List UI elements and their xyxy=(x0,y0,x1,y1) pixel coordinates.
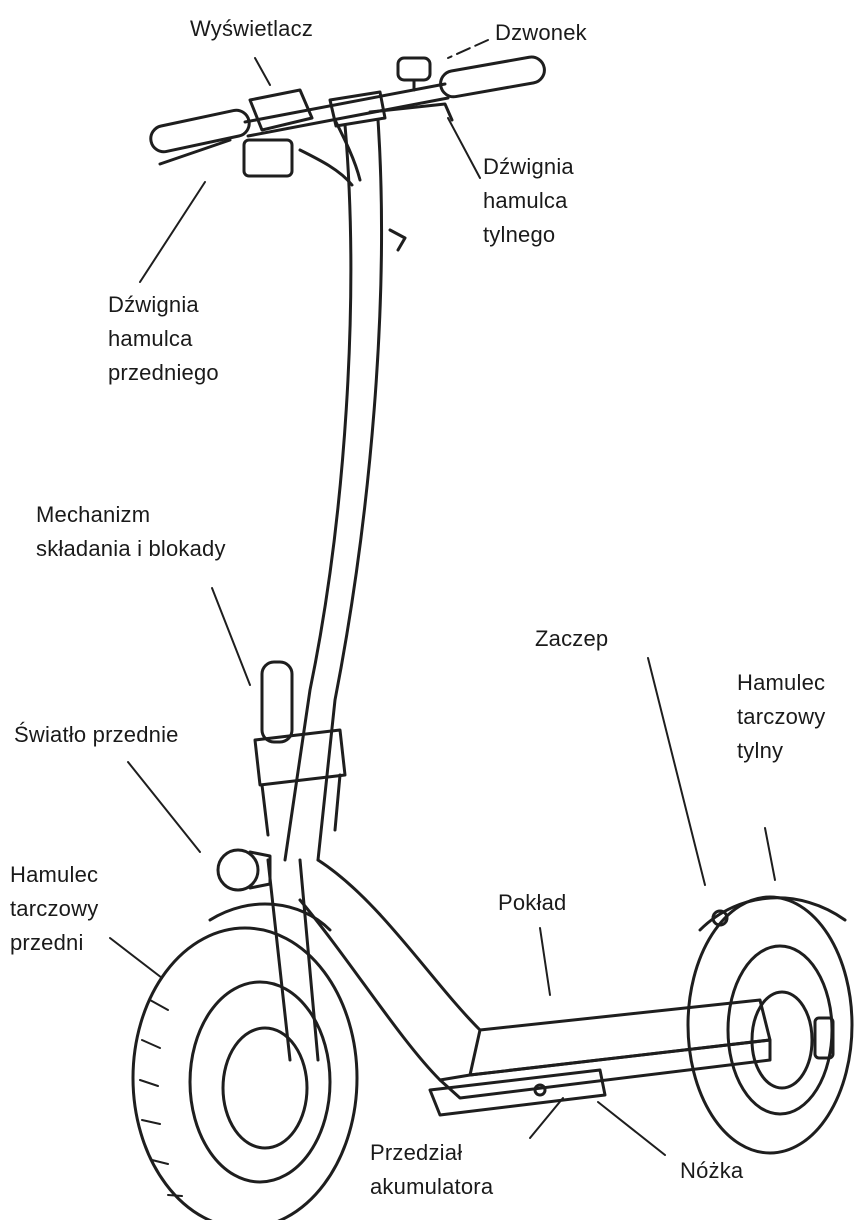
front-tread xyxy=(139,999,183,1197)
fold-collar xyxy=(253,728,347,787)
label-folding-mechanism: Mechanizm składania i blokady xyxy=(36,498,226,566)
leader-battery-compartment xyxy=(529,1097,564,1139)
label-kickstand: Nóżka xyxy=(680,1154,743,1188)
label-hook: Zaczep xyxy=(535,622,608,656)
leader-display xyxy=(254,57,271,86)
label-front-disc-brake: Hamulec tarczowy przedni xyxy=(10,858,98,960)
stem-tube xyxy=(283,118,383,862)
label-kickstand-text: Nóżka xyxy=(680,1158,744,1183)
handlebar-bar xyxy=(243,82,450,138)
handlebar xyxy=(149,55,546,187)
brake-cable xyxy=(298,148,354,187)
label-front-brake-lever-line-3: przedniego xyxy=(108,360,219,385)
label-front-light-text: Światło przednie xyxy=(14,722,179,747)
fold-lever xyxy=(260,660,294,744)
label-front-disc-brake-line-1: Hamulec xyxy=(10,862,99,887)
label-rear-brake-lever-line-2: hamulca xyxy=(483,188,568,213)
deck-underside xyxy=(438,1038,772,1100)
leader-deck xyxy=(539,927,551,996)
bell-body xyxy=(396,56,432,82)
front-rim xyxy=(188,980,332,1184)
label-front-brake-lever-line-1: Dźwignia xyxy=(108,292,199,317)
rear-caliper xyxy=(813,1016,835,1060)
deck-top xyxy=(468,998,772,1077)
label-rear-brake-lever-line-3: tylnego xyxy=(483,222,556,247)
display-unit xyxy=(248,88,314,132)
left-grip xyxy=(149,108,251,154)
label-battery-compartment-line-2: akumulatora xyxy=(370,1174,494,1199)
front-light-shape xyxy=(216,848,272,892)
display-screen xyxy=(242,138,294,178)
rear-wheel xyxy=(686,895,854,1155)
rear-fender xyxy=(698,896,847,932)
label-bell: Dzwonek xyxy=(495,16,587,50)
front-fork xyxy=(266,858,320,1062)
hook-knob xyxy=(711,909,729,927)
leader-kickstand xyxy=(597,1101,666,1156)
leader-front-disc-brake xyxy=(109,937,163,979)
stem xyxy=(283,118,407,862)
battery-box xyxy=(428,1068,607,1117)
label-deck-text: Pokład xyxy=(498,890,567,915)
rear-tire xyxy=(686,895,854,1155)
label-front-disc-brake-line-2: tarczowy xyxy=(10,896,99,921)
label-front-disc-brake-line-3: przedni xyxy=(10,930,84,955)
leader-rear-brake-lever xyxy=(447,117,481,179)
folding-mechanism-shape xyxy=(253,660,347,837)
front-brake-lever-shape xyxy=(158,138,232,166)
label-rear-disc-brake-line-3: tylny xyxy=(737,738,784,763)
label-rear-disc-brake-line-1: Hamulec xyxy=(737,670,826,695)
label-front-brake-lever-line-2: hamulca xyxy=(108,326,193,351)
leader-rear-disc-brake xyxy=(764,827,776,881)
label-rear-disc-brake: Hamulec tarczowy tylny xyxy=(737,666,825,768)
fold-joint xyxy=(260,773,342,837)
label-deck: Pokład xyxy=(498,886,566,920)
rear-brake-lever-shape xyxy=(368,102,454,122)
label-display: Wyświetlacz xyxy=(190,12,313,46)
stem-clip xyxy=(388,228,407,252)
label-rear-disc-brake-line-2: tarczowy xyxy=(737,704,826,729)
label-front-light: Światło przednie xyxy=(14,718,179,752)
label-bell-text: Dzwonek xyxy=(495,20,587,45)
leader-front-light xyxy=(127,761,201,853)
label-battery-compartment: Przedział akumulatora xyxy=(370,1136,493,1204)
label-battery-compartment-line-1: Przedział xyxy=(370,1140,463,1165)
leader-bell xyxy=(447,39,489,59)
down-tube xyxy=(298,858,482,1082)
leader-lines xyxy=(109,39,776,1156)
front-disc xyxy=(221,1026,309,1150)
front-wheel xyxy=(131,858,359,1220)
stem-clamp xyxy=(328,90,387,128)
leader-hook xyxy=(647,657,706,886)
leader-folding-mechanism xyxy=(211,587,251,686)
label-front-brake-lever: Dźwignia hamulca przedniego xyxy=(108,288,219,390)
label-folding-mechanism-line-1: Mechanizm xyxy=(36,502,151,527)
label-rear-brake-lever-line-1: Dźwignia xyxy=(483,154,574,179)
kickstand-pivot xyxy=(533,1083,547,1097)
label-display-text: Wyświetlacz xyxy=(190,16,314,41)
rear-disc xyxy=(750,990,814,1090)
label-folding-mechanism-line-2: składania i blokady xyxy=(36,536,226,561)
label-hook-text: Zaczep xyxy=(535,626,609,651)
deck-body xyxy=(298,858,772,1117)
right-grip xyxy=(439,55,546,99)
front-fender xyxy=(208,902,332,932)
front-tire xyxy=(131,926,359,1220)
front-light-lens xyxy=(216,848,260,892)
leader-front-brake-lever xyxy=(139,181,206,283)
label-rear-brake-lever: Dźwignia hamulca tylnego xyxy=(483,150,574,252)
